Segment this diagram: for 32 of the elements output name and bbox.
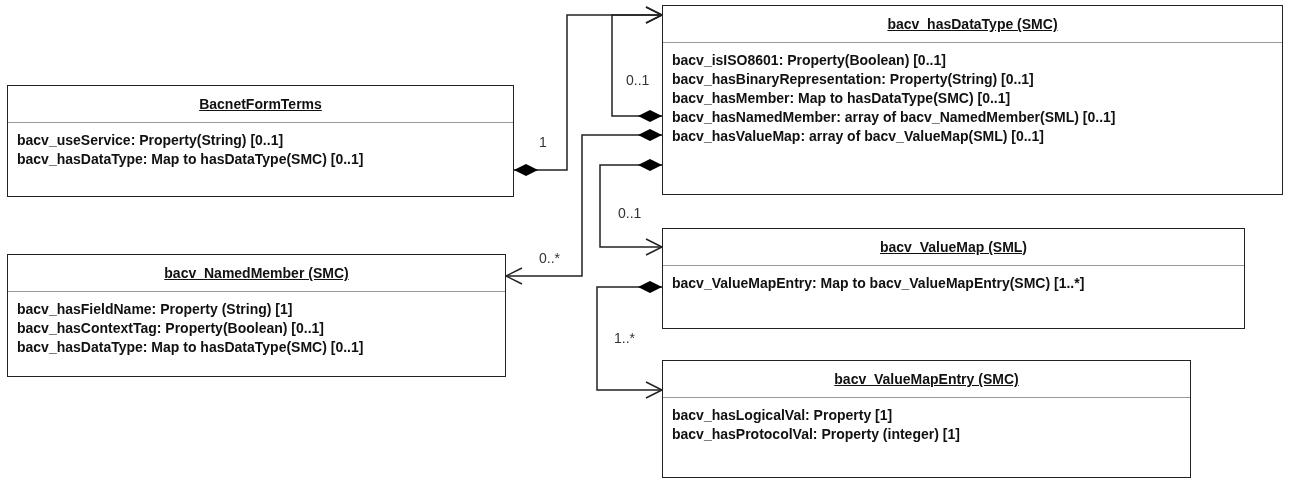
class-box [7,85,514,197]
attribute-text: bacv_hasMember: Map to hasDataType(SMC) [0..1] [672,89,1011,108]
attribute-text: bacv_hasLogicalVal: Property [1] [672,406,893,425]
class-name: bacv_ValueMap (SML) [879,239,1027,255]
attribute-text: bacv_hasDataType: Map to hasDataType(SMC) [0..1] [17,150,364,169]
class-name: BacnetFormTerms [199,96,322,112]
class-name: bacv_hasDataType (SMC) [887,16,1058,32]
composition-arrow [599,159,663,256]
attribute-text: bacv_hasDataType: Map to hasDataType(SMC) [0..1] [17,338,364,357]
class-box [662,5,1283,195]
attribute-text: bacv_hasBinaryRepresentation: Property(String) [0..1] [672,70,1034,89]
attribute-text: bacv_hasValueMap: array of bacv_ValueMap(SML) [0..1] [672,127,1044,146]
class-name: bacv_ValueMapEntry (SMC) [834,371,1019,387]
class-name: bacv_NamedMember (SMC) [164,265,349,281]
attribute-text: bacv_useService: Property(String) [0..1] [17,131,284,150]
composition-arrow [611,6,663,122]
class-box [662,228,1245,329]
composition-arrow [596,281,663,399]
attribute-text: bacv_ValueMapEntry: Map to bacv_ValueMapEntry(SMC) [1..*] [672,274,1085,293]
multiplicity-label: 1 [538,134,548,150]
multiplicity-label: 0..* [538,250,561,266]
class-box [662,360,1191,478]
attribute-text: bacv_isISO8601: Property(Boolean) [0..1] [672,51,946,70]
multiplicity-label: 1..* [613,330,636,346]
attribute-text: bacv_hasNamedMember: array of bacv_NamedMember(SML) [0..1] [672,108,1116,127]
multiplicity-label: 0..1 [617,205,643,221]
class-box [7,254,506,377]
attribute-text: bacv_hasContextTag: Property(Boolean) [0..1] [17,319,325,338]
attribute-text: bacv_hasFieldName: Property (String) [1] [17,300,293,319]
multiplicity-label: 0..1 [625,72,651,88]
composition-arrow [505,129,663,285]
attribute-text: bacv_hasProtocolVal: Property (integer) [1] [672,425,960,444]
